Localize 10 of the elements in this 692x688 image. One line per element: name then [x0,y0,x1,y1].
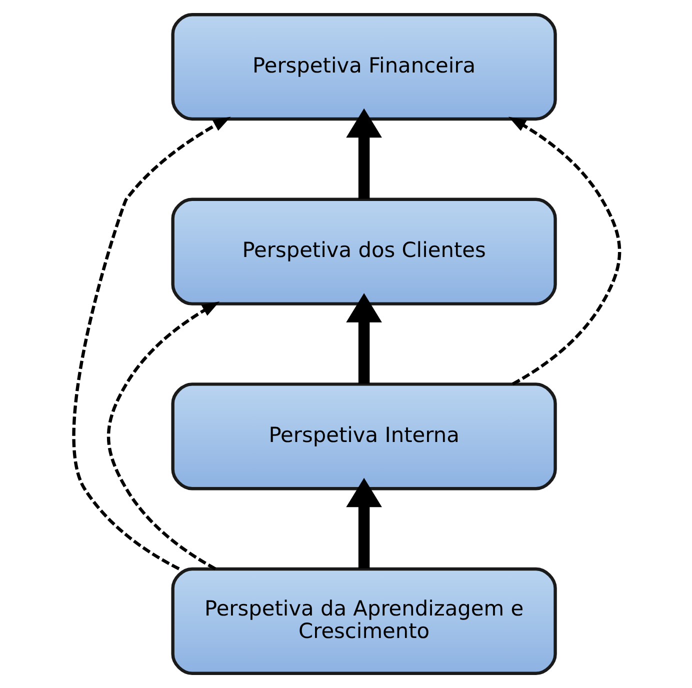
arrow [106,302,220,570]
arrow [508,116,621,386]
arrow [346,478,382,569]
arrow [346,293,382,384]
node-box: Perspetiva Financeira [170,12,556,121]
node-box: Perspetiva dos Clientes [170,198,556,306]
node-box: Perspetiva Interna [170,382,556,490]
arrow [72,116,230,570]
node-box: Perspetiva da Aprendizagem e Crescimento [170,567,556,676]
arrow [346,108,382,199]
